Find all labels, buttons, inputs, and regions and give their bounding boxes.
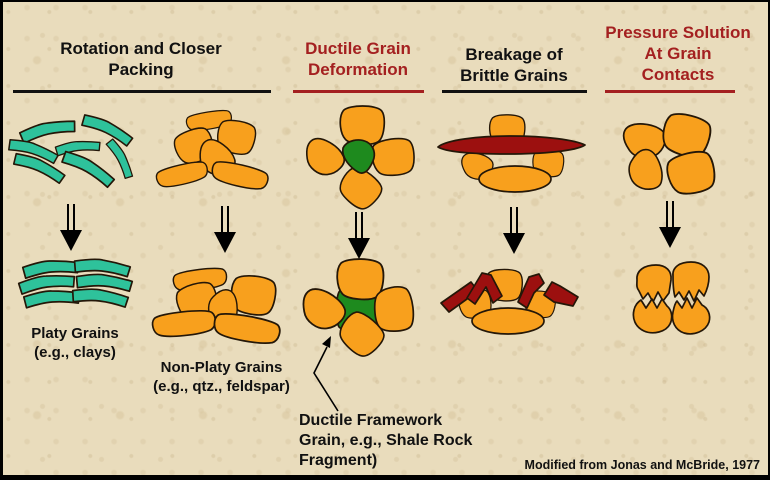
header-line: Ductile Grain <box>305 39 411 58</box>
column-header-ductile: Ductile Grain Deformation <box>291 38 425 80</box>
grain-illustrations <box>6 104 719 412</box>
down-arrow-icon <box>213 205 237 254</box>
header-line: Packing <box>108 60 174 79</box>
platy-grains-loose <box>6 110 136 190</box>
underline-pressure <box>605 90 735 93</box>
caption-line: Ductile Framework <box>299 412 443 429</box>
underline-breakage <box>442 90 587 93</box>
brittle-grain-broken <box>440 268 579 335</box>
caption-platy-grains: Platy Grains (e.g., clays) <box>9 324 141 362</box>
caption-line: (e.g., clays) <box>34 344 116 361</box>
header-line: Contacts <box>641 65 715 84</box>
red-grain-fragments <box>440 272 579 313</box>
header-line: Breakage of <box>465 45 563 64</box>
header-line: Deformation <box>307 60 409 79</box>
ductile-grains-before <box>301 104 417 215</box>
pressure-solution-sutured <box>632 261 711 335</box>
caption-line: Grain, e.g., Shale Rock <box>299 432 473 449</box>
nonplaty-grains-loose <box>154 107 271 193</box>
annotation-arrow-icon <box>313 336 339 412</box>
nonplaty-grains-packed <box>150 265 283 348</box>
header-line: Rotation and Closer <box>60 39 222 58</box>
header-line: Brittle Grains <box>460 66 568 85</box>
green-ductile-grain <box>341 139 376 174</box>
down-arrow-icon <box>347 211 371 260</box>
underline-ductile <box>293 90 424 93</box>
brittle-grain-before <box>437 113 586 193</box>
red-brittle-grain <box>437 135 586 155</box>
compaction-arrows <box>59 200 682 260</box>
column-header-breakage: Breakage of Brittle Grains <box>440 44 588 86</box>
down-arrow-icon <box>502 206 526 255</box>
down-arrow-icon <box>59 203 83 252</box>
ductile-grains-after <box>298 256 416 363</box>
caption-line: Fragment) <box>299 452 378 469</box>
header-line: Pressure Solution <box>605 23 751 42</box>
pressure-solution-before <box>619 108 719 199</box>
attribution-text: Modified from Jonas and McBride, 1977 <box>524 458 760 472</box>
caption-line: (e.g., qtz., feldspar) <box>153 378 290 395</box>
caption-line: Non-Platy Grains <box>160 359 283 376</box>
down-arrow-icon <box>658 200 682 249</box>
platy-grains-packed <box>17 256 134 310</box>
caption-nonplaty-grains: Non-Platy Grains (e.g., qtz., feldspar) <box>129 358 314 396</box>
column-header-pressure: Pressure Solution At Grain Contacts <box>599 22 757 85</box>
caption-ductile-framework-grain: Ductile Framework Grain, e.g., Shale Roc… <box>299 411 509 471</box>
header-line: At Grain <box>644 44 712 63</box>
column-header-rotation: Rotation and Closer Packing <box>11 38 271 80</box>
caption-line: Platy Grains <box>31 325 119 342</box>
underline-rotation <box>13 90 271 93</box>
